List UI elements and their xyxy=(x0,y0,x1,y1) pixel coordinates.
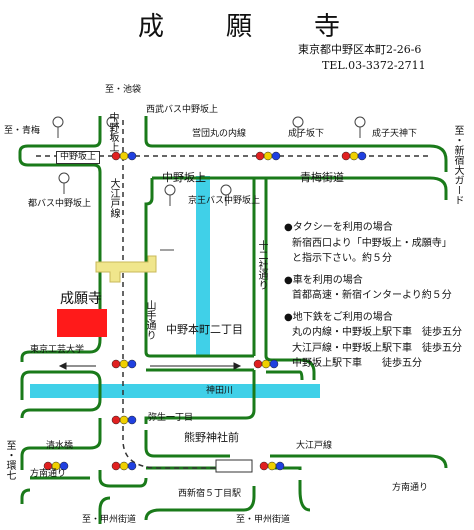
kandagawa-label: 神田川 xyxy=(206,386,234,396)
signal-7 xyxy=(43,461,69,471)
naruko-sakashita-label: 成子坂下 xyxy=(288,129,325,139)
subway-line-1: 丸の内線・中野坂上駅下車 徒歩五分 xyxy=(292,327,462,338)
shimizubashi-label: 清水橋 xyxy=(46,441,74,451)
marunouchi-line-label: 営団丸の内線 xyxy=(192,129,247,139)
car-heading: ●車を利用の場合 xyxy=(284,274,363,286)
signal-4 xyxy=(111,359,137,369)
kumano-shrine-label: 熊野神社前 xyxy=(184,431,239,444)
to-kannana-label: 至・環七 xyxy=(4,440,15,480)
nishishinjuku-station-box xyxy=(215,459,253,473)
taxi-heading: ●タクシーを利用の場合 xyxy=(284,222,393,233)
car-line-1: 首都高速・新宿インターより約５分 xyxy=(292,290,452,301)
temple-marker xyxy=(57,309,107,337)
access-info: ●タクシーを利用の場合 新宿西口より「中野坂上・成願寺」 と指示下さい。約５分 … xyxy=(284,220,462,372)
toei-bus-label: 都バス中野坂上 xyxy=(28,199,92,209)
honan-dori-left-label: 方南通り xyxy=(30,469,67,479)
to-ome-label-1: 至・青梅 xyxy=(4,126,41,136)
signal-1 xyxy=(111,151,137,161)
juniso-dori-road xyxy=(144,178,316,424)
temple-building xyxy=(95,255,157,283)
oedo-line xyxy=(122,120,250,469)
to-koshu-left-label: 至・甲州街道 xyxy=(82,515,137,525)
signal-5 xyxy=(253,359,279,369)
oedo-line-label: 大江戸線 xyxy=(296,441,333,451)
taxi-line-2: と指示下さい。約５分 xyxy=(292,253,392,264)
signal-8 xyxy=(111,461,137,471)
nishishinjuku-5-station-label: 西新宿５丁目駅 xyxy=(178,489,242,499)
page-title: 成 願 寺 xyxy=(138,12,359,42)
to-shinjuku-guard-label: 至・新宿大ガード xyxy=(452,125,463,205)
seibu-bus-label: 西武バス中野坂上 xyxy=(146,105,219,115)
oedo-line-vertical-label: 大江戸線 xyxy=(108,178,119,218)
juniso-river-channel xyxy=(196,176,210,356)
nakano-sakaue-vertical-label: 中野坂上 xyxy=(107,112,118,152)
signal-6 xyxy=(111,415,137,425)
signal-2 xyxy=(255,151,281,161)
naruko-tenjinshita-label: 成子天神下 xyxy=(372,129,418,139)
to-ikebukuro-label: 至・池袋 xyxy=(105,85,142,95)
nakano-sakaue-main-label: 中野坂上 xyxy=(162,171,206,184)
bus-stop-markers xyxy=(52,116,366,251)
keio-bus-label: 京王バス中野坂上 xyxy=(188,196,261,206)
signal-3 xyxy=(341,151,367,161)
ome-kaido-label: 青梅街道 xyxy=(300,171,344,184)
direction-arrows xyxy=(58,362,242,370)
subway-line-3: 中野坂上駅下車 徒歩五分 xyxy=(292,358,422,369)
tokyo-kogei-univ-label: 東京工芸大学 xyxy=(30,345,85,355)
honan-dori-right-label: 方南通り xyxy=(392,483,429,493)
address-line: 東京都中野区本町2-26-6 xyxy=(298,43,422,56)
subway-line-2: 大江戸線・中野坂上駅下車 徒歩五分 xyxy=(292,342,462,354)
nakano-sakaue-box-label: 中野坂上 xyxy=(56,151,101,164)
yamate-dori-label: 山手通り xyxy=(144,300,155,340)
phone-line: TEL.03-3372-2711 xyxy=(322,59,426,72)
temple-name-label: 成願寺 xyxy=(60,291,102,307)
to-koshu-right-label: 至・甲州街道 xyxy=(236,515,291,525)
signal-9 xyxy=(259,461,285,471)
yayoi-1-label: 弥生一丁目 xyxy=(148,413,194,423)
ome-kaido-road xyxy=(18,116,448,200)
honcho-2-label: 中野本町二丁目 xyxy=(166,323,243,336)
subway-heading: ●地下鉄をご利用の場合 xyxy=(284,311,393,323)
yamate-dori-road xyxy=(20,178,254,419)
juniso-dori-label: 十二社通り xyxy=(256,240,267,290)
taxi-line-1: 新宿西口より「中野坂上・成願寺」 xyxy=(292,237,452,249)
kandagawa-river xyxy=(30,384,320,398)
traffic-signals xyxy=(43,151,367,471)
